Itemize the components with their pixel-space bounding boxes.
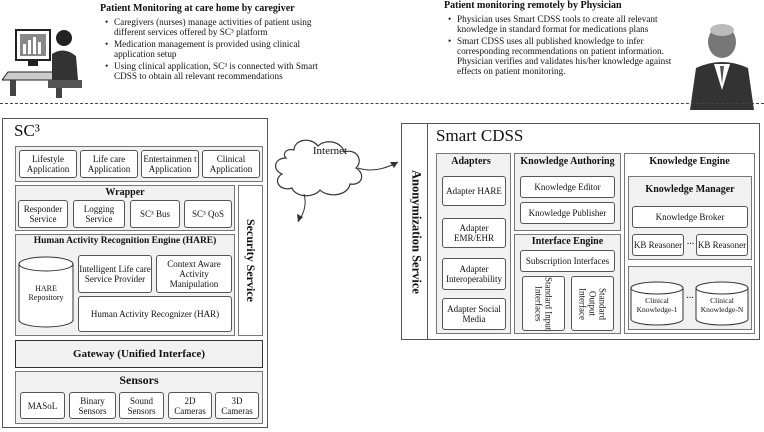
kb-reasoner-2: KB Reasoner [696, 234, 748, 256]
physician-bullet-list: Physician uses Smart CDSS tools to creat… [447, 14, 679, 78]
logging-service: Logging Service [73, 200, 125, 228]
physician-section-title: Patient monitoring remotely by Physician [444, 0, 622, 11]
security-service-box [238, 185, 263, 336]
sc3-title: SC³ [14, 121, 40, 140]
clinical-knowledge-cylinders [630, 281, 749, 326]
context-aware-activity-manipulation: Context Aware Activity Manipulation [156, 255, 232, 293]
clinical-knowledge-n: Clinical Knowledge-N [700, 296, 744, 314]
kb-reasoner-1: KB Reasoner [632, 234, 684, 256]
standard-input-interfaces: Standard Input Interfaces [533, 276, 554, 331]
security-service-label: Security Service [244, 219, 258, 302]
sc3-bus: SC³ Bus [130, 200, 180, 228]
clinical-application: Clinical Application [202, 150, 260, 178]
entertainment-application: Entertainmen t Application [141, 150, 199, 178]
knowledge-editor: Knowledge Editor [520, 176, 615, 198]
wrapper-title: Wrapper [105, 187, 145, 198]
caregiver-section-title: Patient Monitoring at care home by careg… [100, 3, 295, 14]
physician-illustration [690, 24, 754, 110]
adapter-social-media: Adapter Social Media [442, 298, 506, 330]
interface-engine-title: Interface Engine [531, 236, 604, 247]
sound-sensors: Sound Sensors [119, 392, 164, 419]
adapter-interoperability: Adapter Interoperability [442, 258, 506, 290]
3d-cameras: 3D Cameras [215, 392, 259, 419]
adapters-title: Adapters [451, 156, 491, 167]
binary-sensors: Binary Sensors [69, 392, 116, 419]
lifestyle-application: Lifestyle Application [19, 150, 77, 178]
caregiver-bullet: Medication management is provided using … [105, 39, 326, 59]
sc3-qos: SC³ QoS [184, 200, 232, 228]
hare-repository-cylinder [18, 256, 74, 328]
standard-output-interface: Standard Output Interface [577, 287, 608, 320]
knowledge-publisher: Knowledge Publisher [520, 202, 615, 224]
reasoner-ellipsis: ... [686, 236, 695, 247]
caregiver-computer-illustration [2, 29, 82, 98]
knowledge-engine-title: Knowledge Engine [649, 156, 730, 167]
intelligent-life-care-service-provider: Intelligent Life care Service Provider [78, 255, 152, 293]
hare-title: Human Activity Recognition Engine (HARE) [33, 236, 217, 246]
responder-service: Responder Service [18, 200, 68, 228]
internet-connectors [275, 139, 399, 223]
gateway-unified-interface: Gateway (Unified Interface) [15, 340, 263, 368]
smart-cdss-title: Smart CDSS [436, 126, 524, 145]
knowledge-ellipsis: ... [686, 290, 694, 301]
section-divider [0, 103, 764, 104]
knowledge-broker: Knowledge Broker [632, 206, 748, 228]
knowledge-authoring-title: Knowledge Authoring [520, 156, 615, 167]
internet-label: Internet [312, 145, 348, 157]
clinical-knowledge-1: Clinical Knowledge-1 [636, 296, 678, 314]
masol-sensor: MASoL [20, 392, 65, 419]
2d-cameras: 2D Cameras [168, 392, 212, 419]
standard-input-interfaces-box [522, 276, 565, 331]
anonymization-service-label: Anonymization Service [409, 169, 424, 294]
caregiver-bullet: Caregivers (nurses) manage activities of… [105, 17, 326, 37]
physician-bullet: Smart CDSS uses all published knowledge … [448, 36, 679, 76]
adapter-hare: Adapter HARE [442, 176, 506, 206]
physician-bullet: Physician uses Smart CDSS tools to creat… [448, 14, 679, 34]
adapter-emr-ehr: Adapter EMR/EHR [442, 218, 506, 248]
knowledge-manager-title: Knowledge Manager [645, 184, 735, 195]
caregiver-bullet-list: Caregivers (nurses) manage activities of… [104, 17, 326, 83]
standard-output-interface-box [571, 276, 614, 331]
caregiver-bullet: Using clinical application, SC³ is conne… [105, 61, 326, 81]
human-activity-recognizer: Human Activity Recognizer (HAR) [78, 296, 232, 332]
hare-repository-label: HARE Repository [28, 284, 64, 302]
sensors-title: Sensors [119, 373, 159, 387]
life-care-application: Life care Application [80, 150, 138, 178]
subscription-interfaces: Subscription Interfaces [520, 250, 615, 272]
